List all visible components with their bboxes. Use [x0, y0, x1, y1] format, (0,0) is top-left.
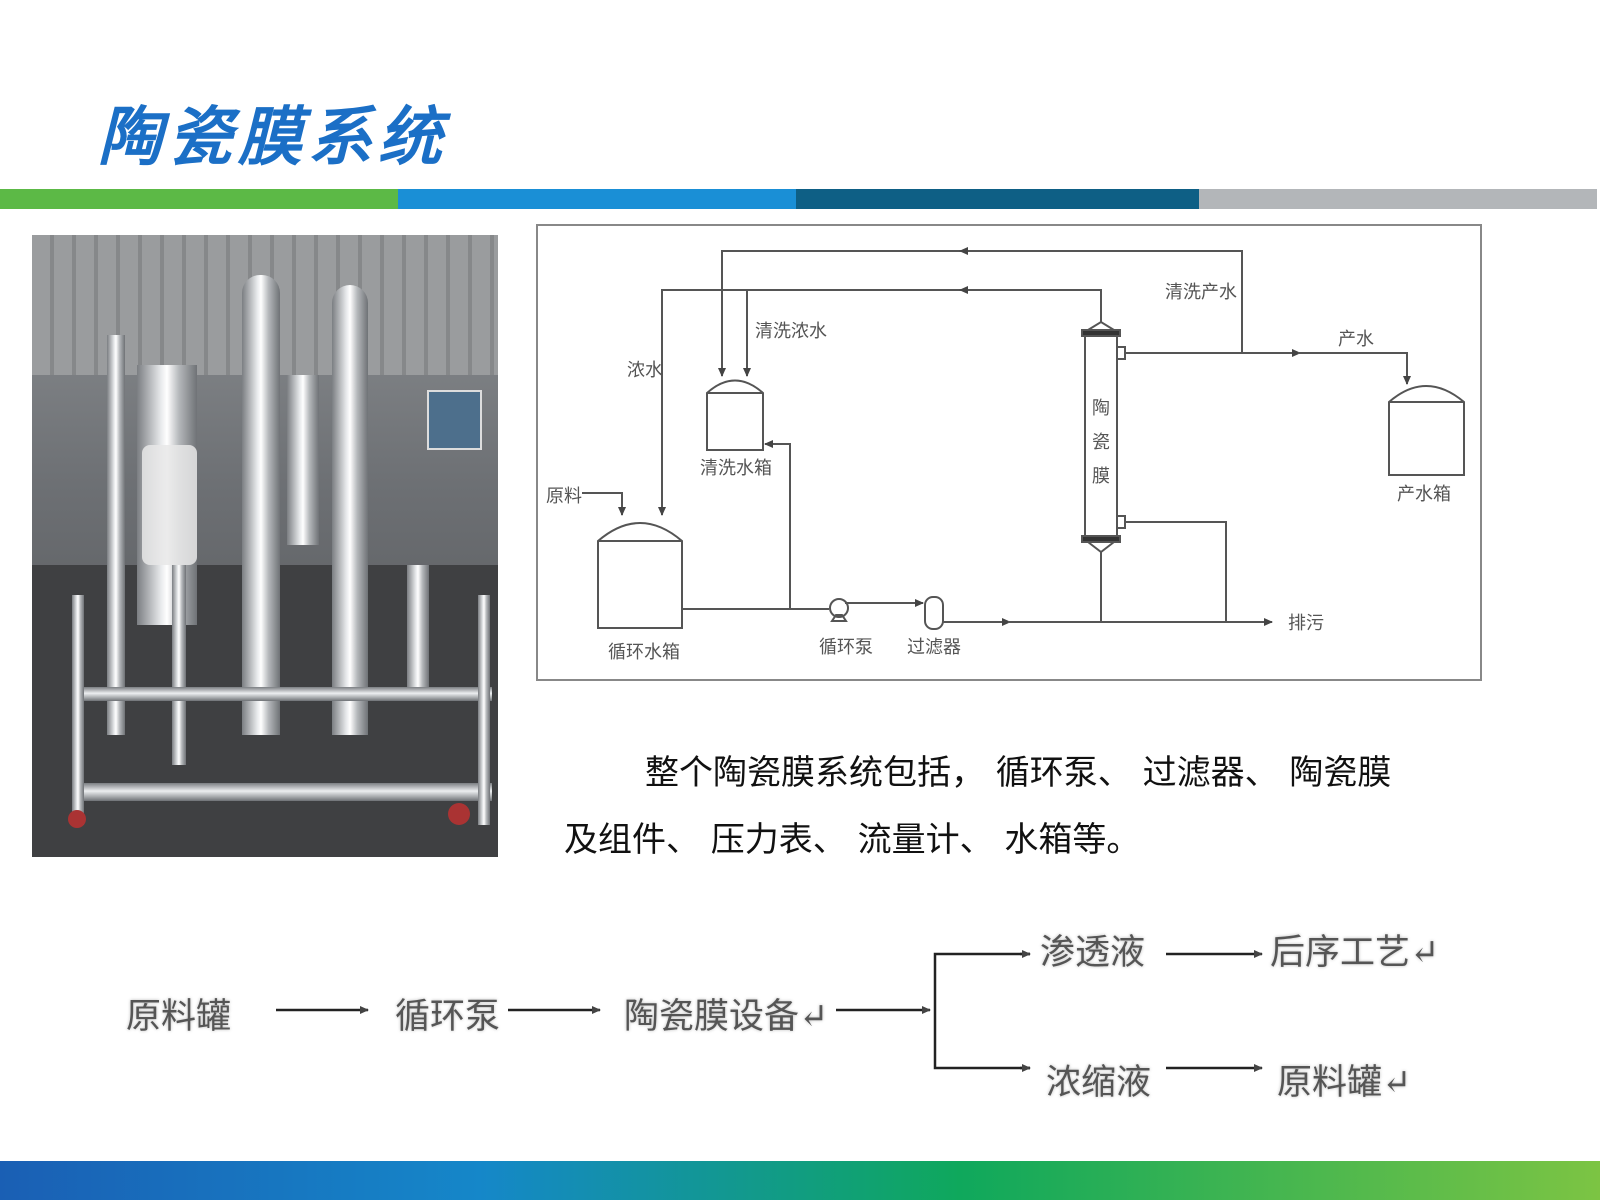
divider-green: [0, 189, 398, 209]
flow-next-process: 后序工艺↵: [1270, 933, 1440, 973]
description-line-2: 及组件、 压力表、 流量计、 水箱等。: [564, 820, 1141, 860]
label-drain: 排污: [1288, 613, 1324, 634]
product-water-tank: [1388, 385, 1465, 476]
flow-arrows: [276, 950, 1263, 1072]
diagram-frame: [536, 224, 1482, 681]
divider-gray: [1199, 189, 1597, 209]
label-pump: 循环泵: [819, 637, 873, 658]
label-filter: 过滤器: [907, 637, 961, 658]
label-clean-tank: 清洗水箱: [700, 458, 772, 479]
clean-water-tank: [706, 379, 764, 451]
circulation-tank: [597, 522, 683, 629]
label-circ-tank: 循环水箱: [608, 642, 680, 663]
label-product-tank: 产水箱: [1397, 484, 1451, 505]
flow-pump: 循环泵: [395, 997, 501, 1037]
footer-gradient-bar: [0, 1161, 1600, 1200]
label-membrane-3: 膜: [1092, 466, 1110, 487]
flow-concentrate: 浓缩液: [1046, 1063, 1152, 1103]
label-membrane-2: 瓷: [1092, 432, 1110, 453]
divider-teal: [796, 189, 1199, 209]
pump-symbol: [829, 598, 849, 618]
page-title: 陶瓷膜系统: [98, 100, 448, 175]
filter-symbol: [924, 596, 944, 630]
label-clean-concentrate: 清洗浓水: [755, 321, 827, 342]
flow-raw-tank-return: 原料罐↵: [1277, 1063, 1412, 1103]
label-concentrate: 浓水: [627, 360, 663, 381]
flow-equipment: 陶瓷膜设备↵: [624, 997, 829, 1037]
description-line-1: 整个陶瓷膜系统包括， 循环泵、 过滤器、 陶瓷膜: [645, 753, 1392, 793]
label-membrane-1: 陶: [1092, 398, 1110, 419]
flow-permeate: 渗透液: [1040, 933, 1146, 973]
equipment-photo: [32, 235, 498, 857]
label-product: 产水: [1338, 329, 1374, 350]
flow-raw-tank: 原料罐: [126, 997, 232, 1037]
label-raw: 原料: [546, 486, 582, 507]
label-clean-product: 清洗产水: [1165, 282, 1237, 303]
divider-blue: [398, 189, 796, 209]
